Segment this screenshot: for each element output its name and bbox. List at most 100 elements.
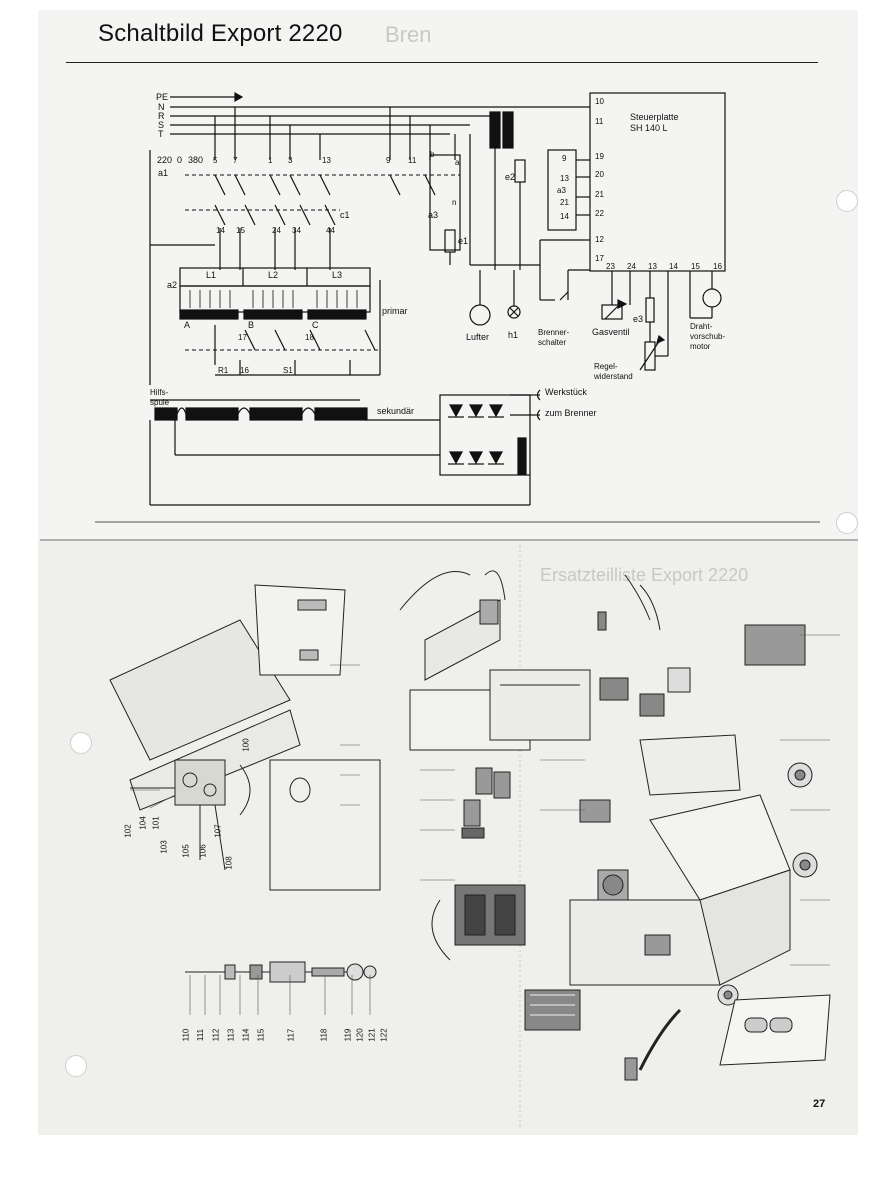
terminal-label: 24 — [272, 226, 281, 235]
terminal-label: 17 — [238, 333, 247, 342]
board-pin: 10 — [595, 97, 604, 106]
switch-label: a3 — [428, 210, 439, 220]
board-pin: 13 — [648, 262, 657, 271]
voltage-label: 220 — [157, 155, 173, 165]
part-number: 100 — [241, 738, 251, 752]
phase-label: R — [158, 111, 165, 121]
switch-label: e1 — [458, 236, 469, 246]
auxiliary-coil-label: Hilfs-spule — [150, 388, 170, 407]
part-number: 103 — [159, 840, 169, 854]
part-number: 102 — [123, 824, 133, 838]
exploded-parts-drawing — [109, 570, 831, 1081]
terminal-label: 13 — [322, 156, 331, 165]
voltage-label: 0 — [177, 155, 183, 165]
terminal-label: 3 — [288, 156, 293, 165]
board-pin: 19 — [595, 152, 604, 161]
phase-winding-label: L1 — [206, 270, 217, 280]
part-number: 112 — [211, 1028, 221, 1042]
board-pin: 24 — [627, 262, 636, 271]
terminal-label: 5 — [213, 156, 218, 165]
workpiece-label: Werkstück — [545, 387, 587, 397]
secondary-winding-label: sekundär — [377, 406, 415, 416]
terminal-label: n — [452, 198, 457, 207]
torch-label: zum Brenner — [545, 408, 597, 418]
board-pin: 22 — [595, 209, 604, 218]
wire-feed-motor-label: Draht-vorschub-motor — [690, 322, 726, 351]
arrow-icon — [234, 91, 244, 103]
switch-label: h1 — [508, 330, 519, 340]
phase-winding-label: L3 — [332, 270, 343, 280]
board-pin: 11 — [595, 117, 604, 126]
control-board-name: Steuerplatte — [630, 112, 679, 122]
switch-label: e3 — [633, 314, 644, 324]
switch-label: e2 — [505, 172, 516, 182]
switch-label: a2 — [167, 280, 178, 290]
binder-hole — [836, 512, 858, 534]
gas-valve-label: Gasventil — [592, 327, 630, 337]
phase-label: T — [158, 129, 164, 139]
terminal-label: 44 — [326, 226, 335, 235]
relay-pin: 14 — [560, 212, 569, 221]
board-pin: 15 — [691, 262, 700, 271]
part-number: 118 — [319, 1028, 329, 1042]
relay-pin: 9 — [562, 154, 567, 163]
bleed-through-text: Ersatzteilliste Export 2220 — [540, 565, 749, 585]
board-pin: 14 — [669, 262, 678, 271]
tap-label: C — [312, 320, 319, 330]
terminal-label: b — [430, 150, 435, 159]
relay-pin: 13 — [560, 174, 569, 183]
terminal-label: 18 — [305, 333, 314, 342]
part-number: 108 — [224, 856, 234, 870]
phase-winding-label: L2 — [268, 270, 279, 280]
phase-label: PE — [156, 92, 169, 102]
potentiometer-label: Regel-widerstand — [594, 362, 633, 381]
page-number: 27 — [813, 1098, 826, 1110]
part-number: 107 — [213, 824, 223, 838]
terminal-label: R1 — [218, 366, 229, 375]
torch-switch-label: Brenner-schalter — [538, 328, 570, 347]
part-number: 101 — [151, 816, 161, 830]
binder-hole — [70, 732, 92, 754]
board-pin: 12 — [595, 235, 604, 244]
part-number: 122 — [379, 1028, 389, 1042]
terminal-label: 34 — [292, 226, 301, 235]
page-title: Schaltbild Export 2220 — [98, 20, 343, 47]
phase-label: S — [158, 120, 165, 130]
phase-label: N — [158, 102, 165, 112]
fan-label: Lufter — [466, 332, 490, 342]
switch-label: a1 — [158, 168, 169, 178]
terminal-label: 14 — [216, 226, 225, 235]
part-number: 105 — [181, 844, 191, 858]
terminal-label: 1 — [268, 156, 273, 165]
terminal-label: 16 — [240, 366, 249, 375]
switch-label: c1 — [340, 210, 350, 220]
board-pin: 17 — [595, 254, 604, 263]
board-pin: 23 — [606, 262, 615, 271]
board-pin: 20 — [595, 170, 604, 179]
terminal-label: a — [455, 158, 460, 167]
part-number: 110 — [181, 1028, 191, 1042]
part-number: 104 — [138, 816, 148, 830]
board-pin: 16 — [713, 262, 722, 271]
board-pin: 21 — [595, 190, 604, 199]
part-number: 120 — [355, 1028, 365, 1042]
terminal-label: 15 — [236, 226, 245, 235]
tap-label: A — [184, 320, 191, 330]
title-underline — [66, 62, 818, 63]
part-number: 121 — [367, 1028, 377, 1042]
control-board-model: SH 140 L — [630, 123, 668, 133]
terminal-label: 11 — [408, 156, 417, 165]
part-number: 106 — [198, 844, 208, 858]
part-number: 115 — [256, 1028, 266, 1042]
tap-label: B — [248, 320, 255, 330]
part-number: 114 — [241, 1028, 251, 1042]
part-number: 111 — [196, 1028, 206, 1042]
relay-pin: a3 — [557, 186, 566, 195]
part-number: 117 — [286, 1028, 296, 1042]
terminal-label: S1 — [283, 366, 293, 375]
bleed-through-text: Bren — [385, 22, 432, 47]
part-number: 113 — [226, 1028, 236, 1042]
binder-hole — [836, 190, 858, 212]
